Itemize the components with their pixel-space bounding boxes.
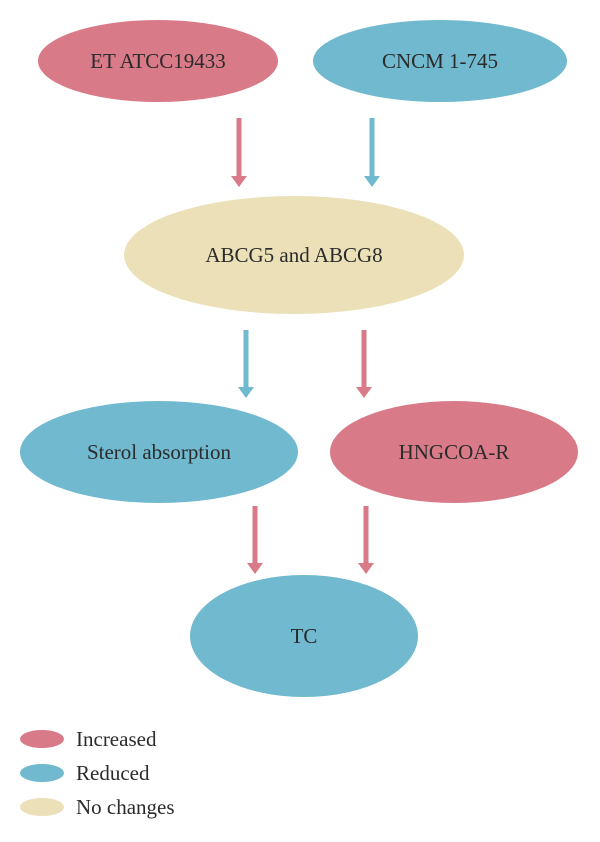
node-cncm: CNCM 1-745: [313, 20, 567, 102]
node-abcg-label: ABCG5 and ABCG8: [205, 243, 382, 267]
legend-label-increased: Increased: [76, 726, 157, 751]
node-tc-shape: [190, 575, 418, 697]
legend-item-increased: Increased: [20, 722, 175, 756]
node-et-atcc: ET ATCC19433: [38, 20, 278, 102]
node-et-atcc-label: ET ATCC19433: [90, 49, 226, 73]
legend-swatch-no-changes: [20, 798, 64, 816]
node-abcg: ABCG5 and ABCG8: [124, 196, 464, 314]
node-tc-label: TC: [291, 624, 318, 648]
arrow-abcg-to-hngcoa: [356, 330, 372, 398]
legend-swatch-reduced: [20, 764, 64, 782]
node-cncm-label: CNCM 1-745: [382, 49, 498, 73]
arrow-et-to-abcg: [231, 118, 247, 187]
node-et-atcc-shape: [38, 20, 278, 102]
legend-swatch-increased: [20, 730, 64, 748]
node-hngcoa-label: HNGCOA-R: [399, 440, 510, 464]
arrow-sterol-to-tc: [247, 506, 263, 574]
arrow-hngcoa-to-tc: [358, 506, 374, 574]
legend-label-reduced: Reduced: [76, 760, 150, 785]
node-sterol-label: Sterol absorption: [87, 440, 232, 464]
node-tc: TC: [190, 575, 418, 697]
node-abcg-shape: [124, 196, 464, 314]
node-hngcoa-shape: [330, 401, 578, 503]
legend-item-no-changes: No changes: [20, 790, 175, 824]
arrow-cncm-to-abcg: [364, 118, 380, 187]
node-hngcoa: HNGCOA-R: [330, 401, 578, 503]
node-sterol: Sterol absorption: [20, 401, 298, 503]
arrow-abcg-to-sterol: [238, 330, 254, 398]
node-sterol-shape: [20, 401, 298, 503]
node-cncm-shape: [313, 20, 567, 102]
legend: Increased Reduced No changes: [20, 722, 175, 824]
legend-item-reduced: Reduced: [20, 756, 175, 790]
legend-label-no-changes: No changes: [76, 794, 175, 819]
